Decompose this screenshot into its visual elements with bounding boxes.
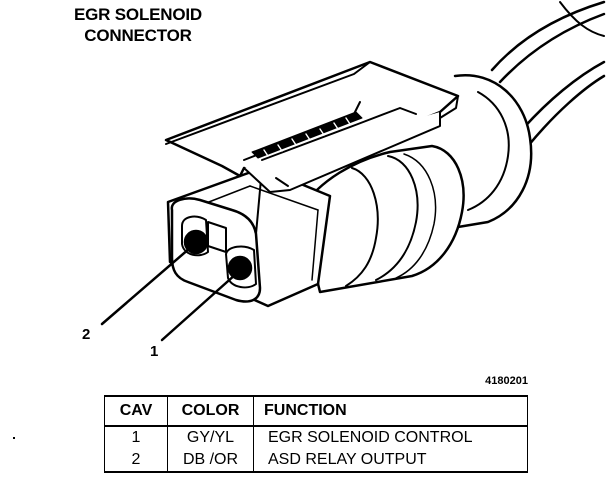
table-row: 1 GY/YL EGR SOLENOID CONTROL <box>104 426 528 449</box>
figure-number: 4180201 <box>485 375 528 387</box>
pin-2-leader-line <box>100 246 192 326</box>
pinout-table: CAV COLOR FUNCTION 1 GY/YL EGR SOLENOID … <box>104 395 528 473</box>
table-row: 2 DB /OR ASD RELAY OUTPUT <box>104 449 528 473</box>
cell-cavity: 1 <box>104 426 168 449</box>
stray-mark <box>13 437 15 439</box>
diagram-title-line-2: CONNECTOR <box>84 26 192 45</box>
locking-latch <box>164 60 460 193</box>
pinout-table-header-row: CAV COLOR FUNCTION <box>104 395 528 427</box>
pin-1-leader-line <box>160 272 238 342</box>
diagram-title-line-1: EGR SOLENOID <box>74 5 202 24</box>
pin-2-label: 2 <box>82 326 91 343</box>
cell-color: GY/YL <box>167 426 254 449</box>
cavity-1-terminal <box>227 255 253 281</box>
header-color: COLOR <box>167 395 254 427</box>
connector-body-cylinder <box>298 144 465 294</box>
header-cav: CAV <box>104 395 168 427</box>
header-function: FUNCTION <box>253 395 528 427</box>
wire-harness <box>490 0 606 148</box>
diagram-title: EGR SOLENOID CONNECTOR <box>38 4 238 46</box>
cell-function: ASD RELAY OUTPUT <box>253 449 528 473</box>
latch-ribs <box>251 111 363 159</box>
cell-color: DB /OR <box>167 449 254 473</box>
connector-illustration <box>100 0 606 342</box>
cell-function: EGR SOLENOID CONTROL <box>253 426 528 449</box>
cell-cavity: 2 <box>104 449 168 473</box>
pin-1-label: 1 <box>150 343 159 360</box>
